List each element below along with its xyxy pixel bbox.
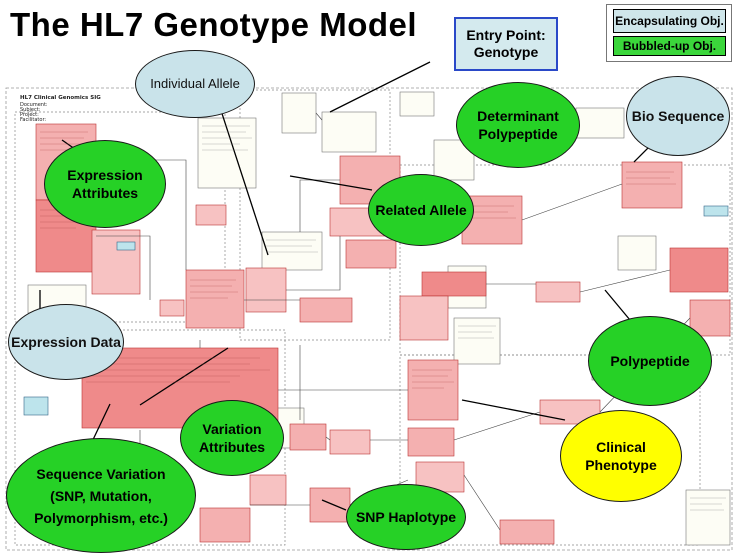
callout-individual-allele: Individual Allele (135, 50, 255, 118)
entry-point-box: Entry Point: Genotype (454, 17, 558, 71)
callout-clinical-phenotype: Clinical Phenotype (560, 410, 682, 502)
callout-snp-haplotype: SNP Haplotype (346, 484, 466, 550)
legend-bubbled-up: Bubbled-up Obj. (613, 36, 726, 56)
callout-related-allele: Related Allele (368, 174, 474, 246)
callout-determinant-polypeptide: Determinant Polypeptide (456, 82, 580, 168)
diagram-frame (5, 87, 733, 551)
header-facilitator: Facilitator: (20, 117, 47, 123)
header-project: Project: (20, 112, 39, 118)
header-heading: HL7 Clinical Genomics SIG (20, 95, 101, 101)
callout-polypeptide: Polypeptide (588, 316, 712, 406)
callout-expression-data: Expression Data (8, 304, 124, 380)
callout-bio-sequence: Bio Sequence (626, 76, 730, 156)
callout-variation-attributes: Variation Attributes (180, 400, 284, 476)
header-subject: Subject: (20, 107, 41, 113)
callout-sequence-variation: Sequence Variation (SNP, Mutation, Polym… (6, 438, 196, 553)
callout-expression-attributes: Expression Attributes (44, 140, 166, 228)
header-document: Document: (20, 102, 48, 108)
legend-encapsulating: Encapsulating Obj. (613, 9, 726, 33)
page-title: The HL7 Genotype Model (10, 6, 418, 43)
